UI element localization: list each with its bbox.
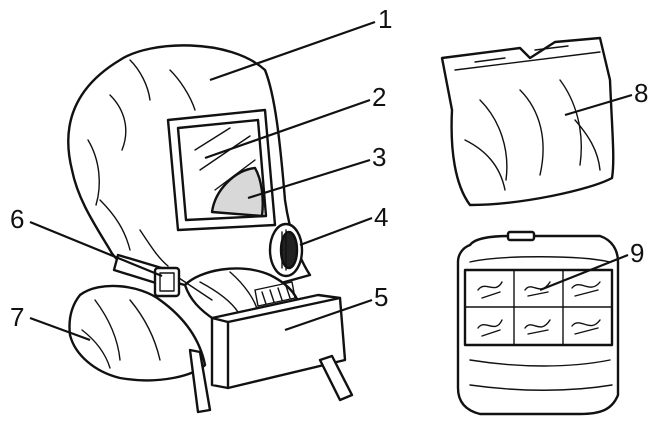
leader-1 [210,22,375,80]
callout-1: 1 [378,4,392,34]
callout-9: 9 [630,238,644,268]
callout-2: 2 [372,82,386,112]
callout-3: 3 [372,142,386,172]
callout-7: 7 [10,302,24,332]
callout-6: 6 [10,204,24,234]
leader-4 [300,218,372,245]
callout-5: 5 [374,282,388,312]
storage-bag [442,38,613,205]
callout-4: 4 [374,202,388,232]
callout-8: 8 [634,78,648,108]
sealed-package [458,232,618,414]
exhalation-valve [270,224,302,276]
